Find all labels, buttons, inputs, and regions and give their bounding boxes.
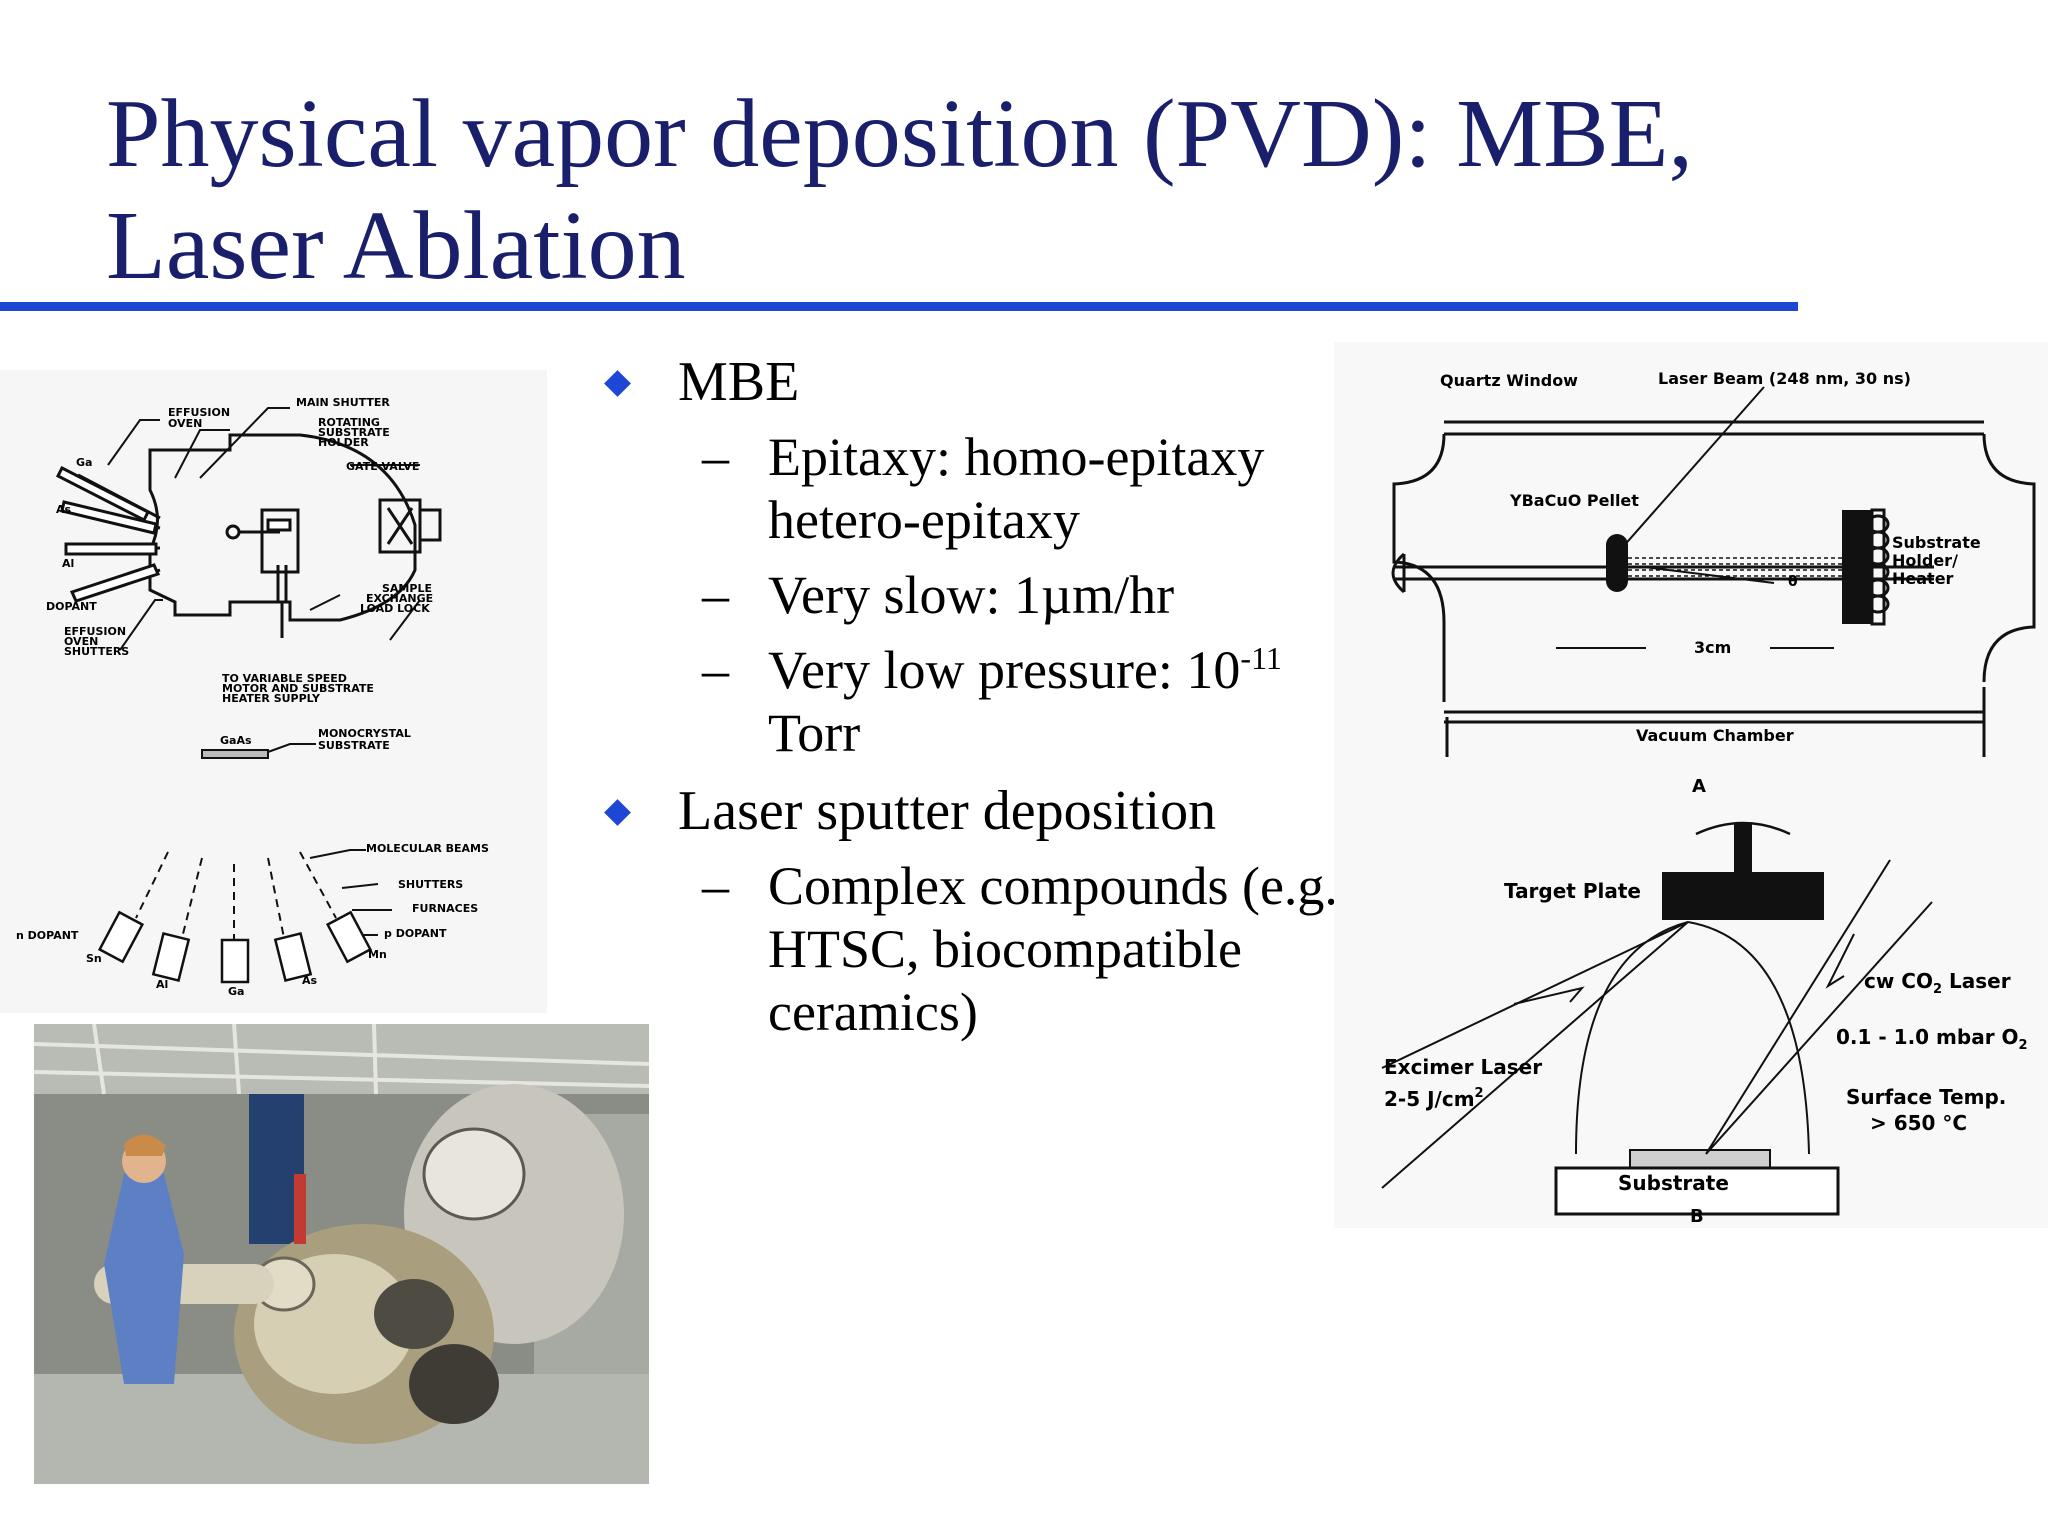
epitaxy-line-1: Epitaxy: homo-epitaxy <box>768 427 1265 487</box>
effusion-oven-label-1: EFFUSION <box>168 406 230 419</box>
title-line-2: Laser Ablation <box>106 192 686 300</box>
dash-marker: – <box>702 640 729 700</box>
dash-marker: – <box>702 856 729 916</box>
rotating-holder-label-3: HOLDER <box>318 436 369 449</box>
excimer-label: Excimer Laser <box>1384 1055 1542 1079</box>
dopant-label: DOPANT <box>46 600 97 613</box>
main-shutter-label: MAIN SHUTTER <box>296 396 390 409</box>
pellet-label: YBaCuO Pellet <box>1509 491 1639 510</box>
dash-marker: – <box>702 427 729 487</box>
motor-label-1: TO VARIABLE SPEED <box>222 672 347 685</box>
motor-label-2: MOTOR AND SUBSTRATE <box>222 682 374 695</box>
bullet-mbe: MBE <box>600 350 1400 414</box>
complex-line-2: HTSC, biocompatible <box>768 919 1242 979</box>
furnaces-label: FURNACES <box>412 902 478 915</box>
holder-label-1: Substrate <box>1892 533 1981 552</box>
sub-bullet-slow: – Very slow: 1µm/hr <box>600 564 1400 627</box>
gaas-label: GaAs <box>220 734 252 747</box>
bullet-mbe-label: MBE <box>678 351 800 413</box>
monocrystal-label-2: SUBSTRATE <box>318 739 390 752</box>
fluence-label: 2-5 J/cm2 <box>1384 1086 1484 1111</box>
bullet-list: MBE – Epitaxy: homo-epitaxy hetero-epita… <box>600 350 1400 1056</box>
surface-temp-label-2: > 650 °C <box>1870 1111 1967 1135</box>
laser-ablation-diagram: Quartz Window Laser Beam (248 nm, 30 ns)… <box>1334 342 2048 1228</box>
title-line-1: Physical vapor deposition (PVD): MBE, <box>106 80 1693 188</box>
sub-bullet-epitaxy: – Epitaxy: homo-epitaxy hetero-epitaxy <box>600 426 1400 552</box>
dash-marker: – <box>702 565 729 625</box>
substrate-label: Substrate <box>1618 1171 1729 1195</box>
pressure-label: 0.1 - 1.0 mbar O2 <box>1836 1025 2028 1053</box>
complex-line-3: ceramics) <box>768 982 978 1042</box>
sample-exchange-label-2: EXCHANGE <box>366 592 433 605</box>
pressure-exponent: -11 <box>1240 640 1282 676</box>
rotating-holder-label-2: SUBSTRATE <box>318 426 390 439</box>
distance-label: 3cm <box>1694 638 1731 657</box>
shutters2-label: SHUTTERS <box>398 878 463 891</box>
holder-label-3: Heater <box>1892 569 1954 588</box>
quartz-window-label: Quartz Window <box>1440 371 1578 390</box>
rotating-holder-label-1: ROTATING <box>318 416 380 429</box>
p-dopant-label: p DOPANT <box>384 927 447 940</box>
laser-beam-label: Laser Beam (248 nm, 30 ns) <box>1658 369 1911 388</box>
epitaxy-line-2: hetero-epitaxy <box>768 490 1080 550</box>
ga2-label: Ga <box>228 985 244 998</box>
complex-line-1: Complex compounds (e.g. <box>768 856 1338 916</box>
figure-b-label: B <box>1690 1206 1704 1227</box>
shutters-label-2: OVEN <box>64 635 98 648</box>
sn-label: Sn <box>86 952 102 965</box>
monocrystal-label-1: MONOCRYSTAL <box>318 727 411 740</box>
title-underline <box>0 302 1798 311</box>
bullet-laser-label: Laser sputter deposition <box>678 780 1217 842</box>
bullet-laser: Laser sputter deposition <box>600 779 1400 843</box>
sub-bullet-pressure: – Very low pressure: 10-11 Torr <box>600 639 1400 765</box>
gate-valve-label: GATE VALVE <box>346 460 419 473</box>
mbe-machine-photo <box>33 1023 650 1484</box>
as-label: As <box>56 503 72 516</box>
as2-label: As <box>302 974 318 987</box>
co2-laser-label: cw CO2 Laser <box>1864 969 2011 997</box>
surface-temp-label-1: Surface Temp. <box>1846 1085 2006 1109</box>
n-dopant-label: n DOPANT <box>16 929 79 942</box>
vacuum-chamber-label: Vacuum Chamber <box>1636 726 1794 745</box>
slide-title: Physical vapor deposition (PVD): MBE, La… <box>106 78 1806 302</box>
mbe-system-diagram: MAIN SHUTTER EFFUSION OVEN ROTATING SUBS… <box>0 370 547 1013</box>
diamond-bullet-icon <box>604 799 631 826</box>
sample-exchange-label-3: LOAD LOCK <box>360 602 430 615</box>
pressure-unit: Torr <box>768 703 861 763</box>
shutters-label-1: EFFUSION <box>64 625 126 638</box>
sample-exchange-label-1: SAMPLE <box>382 582 432 595</box>
al2-label: Al <box>156 978 168 991</box>
target-plate-label: Target Plate <box>1504 879 1641 903</box>
shutters-label-3: SHUTTERS <box>64 645 129 658</box>
mn-label: Mn <box>368 948 387 961</box>
al-label: Al <box>62 557 74 570</box>
holder-label-2: Holder/ <box>1892 551 1958 570</box>
motor-label-3: HEATER SUPPLY <box>222 692 321 705</box>
pressure-text: Very low pressure: 10 <box>768 640 1241 700</box>
slow-text: Very slow: 1µm/hr <box>768 565 1175 625</box>
figure-a-label: A <box>1692 776 1706 797</box>
theta-label: θ <box>1788 574 1798 590</box>
ga-label: Ga <box>76 456 92 469</box>
diamond-bullet-icon <box>604 370 631 397</box>
sub-bullet-complex: – Complex compounds (e.g. HTSC, biocompa… <box>600 855 1400 1044</box>
molecular-beams-label: MOLECULAR BEAMS <box>366 842 489 855</box>
effusion-oven-label-2: OVEN <box>168 417 202 430</box>
